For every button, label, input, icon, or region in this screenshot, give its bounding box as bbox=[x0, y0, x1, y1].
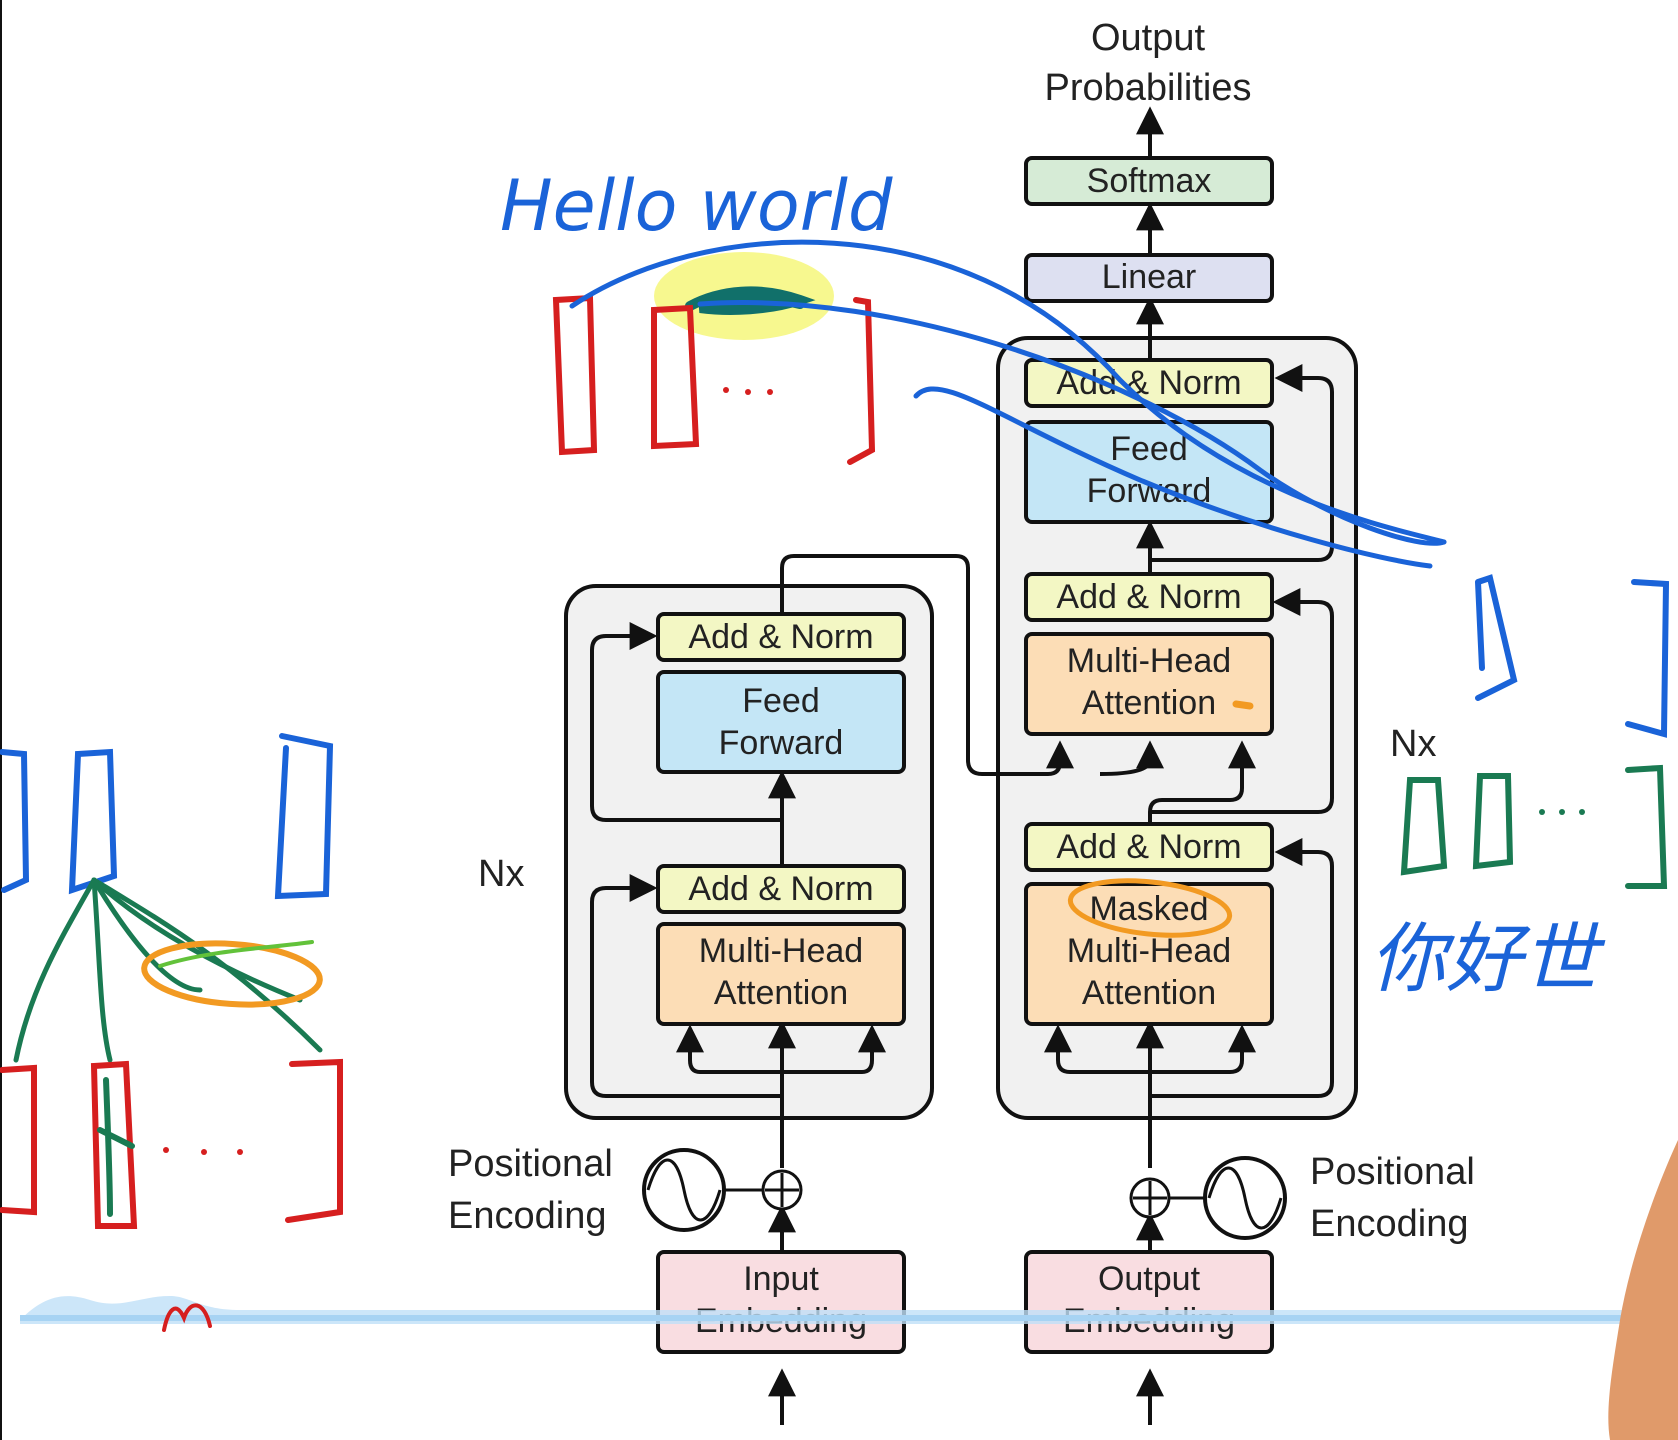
output-embedding: Output Embedding bbox=[1024, 1250, 1274, 1354]
encoder-ff-line1: Feed bbox=[742, 682, 820, 720]
decoder-masked-attention: Masked Multi-Head Attention bbox=[1024, 882, 1274, 1026]
handwritten-hello-world: Hello world bbox=[500, 165, 893, 247]
decoder-nx-label: Nx bbox=[1390, 723, 1436, 765]
red-vectors-left bbox=[0, 1058, 343, 1229]
presenter-shoulder bbox=[1608, 1140, 1678, 1440]
decoder-cross-attn-line2: Attention bbox=[1082, 684, 1216, 722]
decoder-add-norm-middle: Add & Norm bbox=[1024, 572, 1274, 622]
decoder-sine-wave-icon bbox=[1203, 1156, 1287, 1240]
red-vectors-top bbox=[552, 294, 876, 465]
decoder-masked-line2: Multi-Head bbox=[1067, 932, 1231, 970]
decoder-ff-line2: Forward bbox=[1087, 472, 1212, 510]
encoder-stack bbox=[564, 584, 934, 1120]
decoder-cross-attention: Multi-Head Attention bbox=[1024, 632, 1274, 736]
blue-vectors-left bbox=[0, 733, 334, 900]
output-embedding-line1: Output bbox=[1098, 1260, 1201, 1298]
linear-label: Linear bbox=[1102, 258, 1197, 296]
orange-circle-left bbox=[141, 940, 323, 1008]
softmax-label: Softmax bbox=[1087, 162, 1212, 200]
linear-block: Linear bbox=[1024, 253, 1274, 303]
decoder-masked-line3: Attention bbox=[1082, 974, 1216, 1012]
teal-scribble bbox=[685, 286, 816, 315]
decoder-add-norm-top-label: Add & Norm bbox=[1056, 364, 1241, 402]
decoder-positional-line1: Positional bbox=[1310, 1151, 1475, 1193]
encoder-attn-line1: Multi-Head bbox=[699, 932, 863, 970]
decoder-add-norm-top: Add & Norm bbox=[1024, 358, 1274, 408]
encoder-positional-line2: Encoding bbox=[448, 1195, 606, 1237]
green-attention-lines bbox=[13, 877, 323, 1063]
green-vectors-right bbox=[1400, 764, 1668, 889]
decoder-add-norm-bottom: Add & Norm bbox=[1024, 822, 1274, 872]
input-embedding: Input Embedding bbox=[656, 1250, 906, 1354]
encoder-add-norm-top: Add & Norm bbox=[656, 612, 906, 662]
softmax-block: Softmax bbox=[1024, 156, 1274, 206]
input-embedding-line1: Input bbox=[743, 1260, 819, 1298]
encoder-positional-line1: Positional bbox=[448, 1143, 613, 1185]
decoder-add-norm-middle-label: Add & Norm bbox=[1056, 578, 1241, 616]
decoder-cross-attn-line1: Multi-Head bbox=[1067, 642, 1231, 680]
encoder-add-norm-bottom-label: Add & Norm bbox=[688, 870, 873, 908]
encoder-add-norm-top-label: Add & Norm bbox=[688, 618, 873, 656]
decoder-ff-line1: Feed bbox=[1110, 430, 1188, 468]
encoder-ff-line2: Forward bbox=[719, 724, 844, 762]
encoder-attn-line2: Attention bbox=[714, 974, 848, 1012]
decoder-add-norm-bottom-label: Add & Norm bbox=[1056, 828, 1241, 866]
decoder-feed-forward: Feed Forward bbox=[1024, 420, 1274, 524]
decoder-positional-line2: Encoding bbox=[1310, 1203, 1468, 1245]
encoder-add-norm-bottom: Add & Norm bbox=[656, 864, 906, 914]
encoder-nx-label: Nx bbox=[478, 853, 524, 895]
output-probabilities-line2: Probabilities bbox=[1045, 67, 1252, 109]
blue-vectors-right bbox=[1475, 574, 1670, 738]
handwritten-chinese: 你好世 bbox=[1370, 914, 1606, 1003]
output-probabilities-line1: Output bbox=[1091, 17, 1206, 59]
orange-masked-circle bbox=[1067, 878, 1233, 938]
decoder-masked-line1: Masked bbox=[1089, 890, 1208, 928]
blue-attention-curves bbox=[569, 239, 1447, 569]
encoder-multi-head-attention: Multi-Head Attention bbox=[656, 922, 906, 1026]
red-n-scribble bbox=[162, 1303, 212, 1332]
encoder-sine-wave-icon bbox=[642, 1148, 726, 1232]
orange-dash bbox=[1232, 700, 1254, 710]
encoder-feed-forward: Feed Forward bbox=[656, 670, 906, 774]
